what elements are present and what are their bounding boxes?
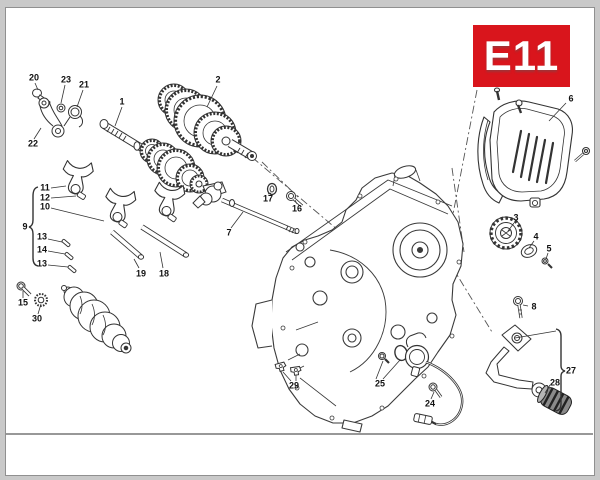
part-label-24: 24 (424, 398, 436, 409)
part-label-11: 11 (40, 182, 50, 193)
part-label-4: 4 (533, 231, 539, 242)
part-label-30: 30 (31, 313, 43, 324)
part-label-13b: 13 (36, 258, 48, 269)
leader-lines (22, 82, 567, 412)
output-shaft-gear-cluster (157, 83, 257, 161)
part-label-10: 10 (39, 201, 51, 212)
part-label-5: 5 (546, 243, 552, 254)
part-label-22: 22 (27, 138, 39, 149)
front-sprocket-group (489, 216, 553, 269)
part-label-3: 3 (513, 212, 519, 223)
bracket-27 (555, 328, 566, 412)
part-label-20: 20 (28, 72, 40, 83)
part-label-25: 25 (374, 378, 386, 389)
part-label-9: 9 (22, 221, 28, 232)
gear-change-shaft-group (192, 181, 304, 235)
input-shaft-gear-cluster (99, 119, 209, 194)
fork-pins (61, 238, 77, 274)
part-label-21: 21 (78, 79, 90, 90)
part-label-27: 27 (565, 365, 577, 376)
part-label-15: 15 (17, 297, 29, 308)
part-label-8: 8 (531, 301, 537, 312)
part-label-6: 6 (568, 93, 574, 104)
sprocket-cover-group (477, 87, 591, 208)
part-label-13a: 13 (36, 231, 48, 242)
part-label-19: 19 (135, 268, 147, 279)
pedal-rubber (537, 384, 572, 415)
crankcase (251, 165, 464, 433)
fork-rod-18 (140, 224, 190, 258)
part-label-2: 2 (215, 74, 221, 85)
brace-9 (28, 186, 39, 267)
part-label-1: 1 (119, 96, 125, 107)
part-label-14: 14 (36, 244, 48, 255)
page-code-badge: E11 (473, 25, 570, 87)
part-label-23: 23 (60, 74, 72, 85)
fork-rod-19 (110, 229, 145, 260)
part-label-18: 18 (158, 268, 170, 279)
part-label-28: 28 (549, 377, 561, 388)
part-label-7: 7 (226, 227, 232, 238)
part-label-29: 29 (288, 380, 300, 391)
shift-drum-group (16, 281, 132, 354)
shift-forks-group (58, 158, 190, 274)
part-label-17: 17 (262, 193, 274, 204)
sensor-group (378, 332, 464, 426)
shift-linkage-group (32, 88, 83, 138)
part-label-16: 16 (291, 203, 303, 214)
part-label-12: 12 (39, 192, 51, 203)
